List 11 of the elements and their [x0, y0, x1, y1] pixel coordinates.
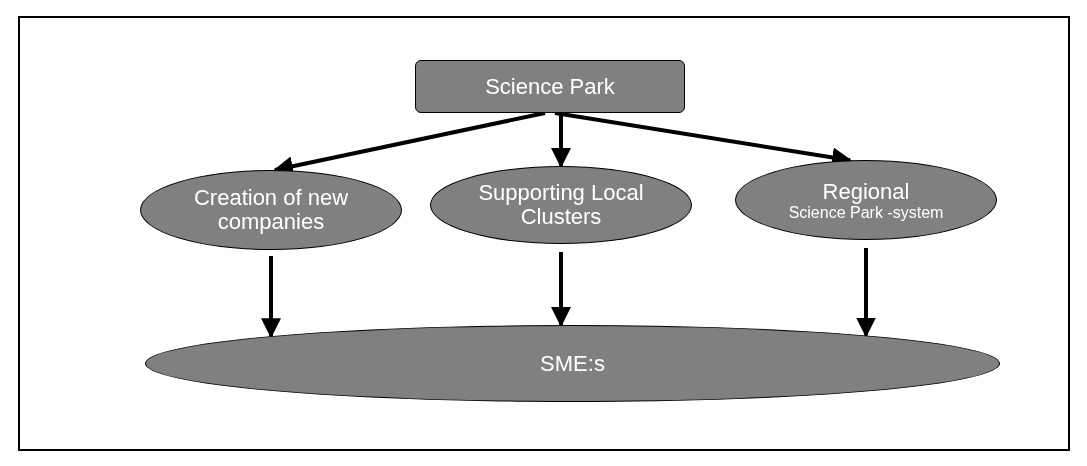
node-label: Science Park — [484, 74, 616, 99]
arrow — [551, 252, 571, 327]
node-label: Supporting Local Clusters — [477, 181, 645, 229]
node-label: Regional — [821, 179, 911, 204]
rounded-box — [415, 60, 685, 113]
node-label: SME:s — [539, 351, 606, 376]
arrow — [261, 256, 281, 339]
arrow — [551, 113, 571, 168]
arrow — [856, 248, 876, 338]
node-label: Science Park -system — [787, 203, 945, 221]
node-label: Creation of new companies — [192, 186, 350, 234]
